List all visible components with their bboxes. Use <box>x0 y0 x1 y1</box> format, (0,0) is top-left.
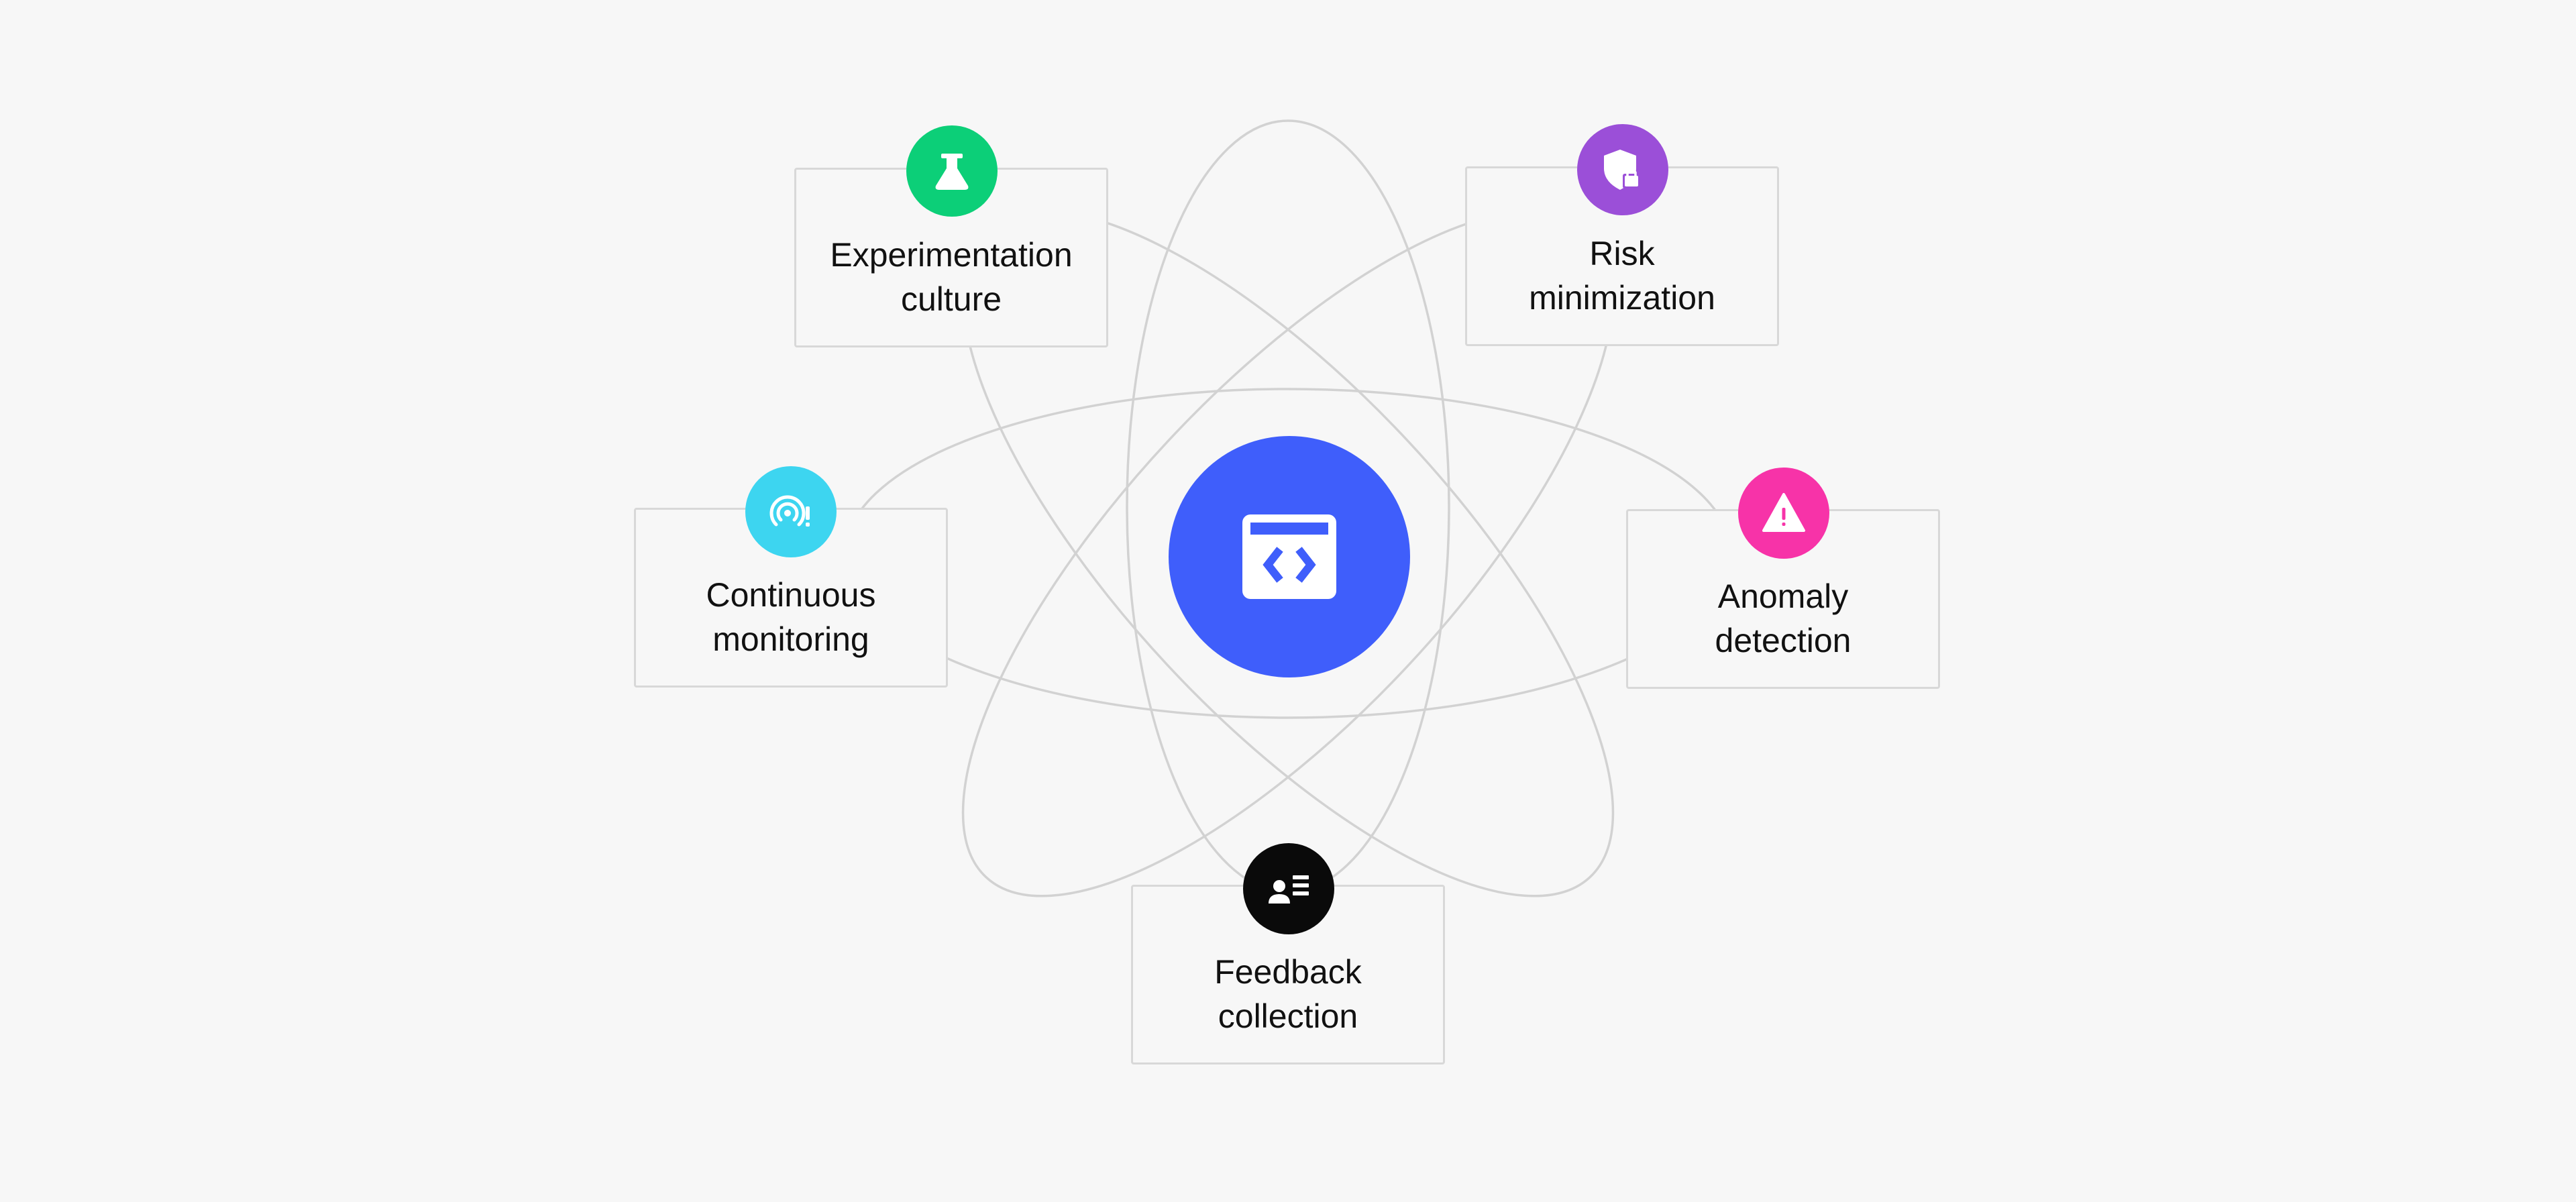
node-badge-anomaly <box>1738 468 1829 559</box>
node-label-experimentation: Experimentation culture <box>830 236 1073 318</box>
node-badge-experimentation <box>906 125 998 217</box>
node-label-feedback: Feedback collection <box>1214 953 1362 1035</box>
node-badge-monitoring <box>745 466 837 557</box>
contact-card-icon <box>1269 875 1309 904</box>
node-label-monitoring: Continuous monitoring <box>706 576 876 658</box>
hub-circle <box>1169 436 1410 677</box>
warning-triangle-icon <box>1762 493 1805 532</box>
shield-lock-icon <box>1604 150 1640 190</box>
node-label-risk: Risk minimization <box>1529 235 1715 317</box>
code-window-icon <box>1242 514 1336 599</box>
node-badge-risk <box>1577 124 1668 215</box>
node-label-anomaly: Anomaly detection <box>1715 578 1851 659</box>
flask-icon <box>935 154 969 190</box>
node-badge-feedback <box>1243 843 1334 934</box>
signal-alert-icon <box>769 495 810 527</box>
